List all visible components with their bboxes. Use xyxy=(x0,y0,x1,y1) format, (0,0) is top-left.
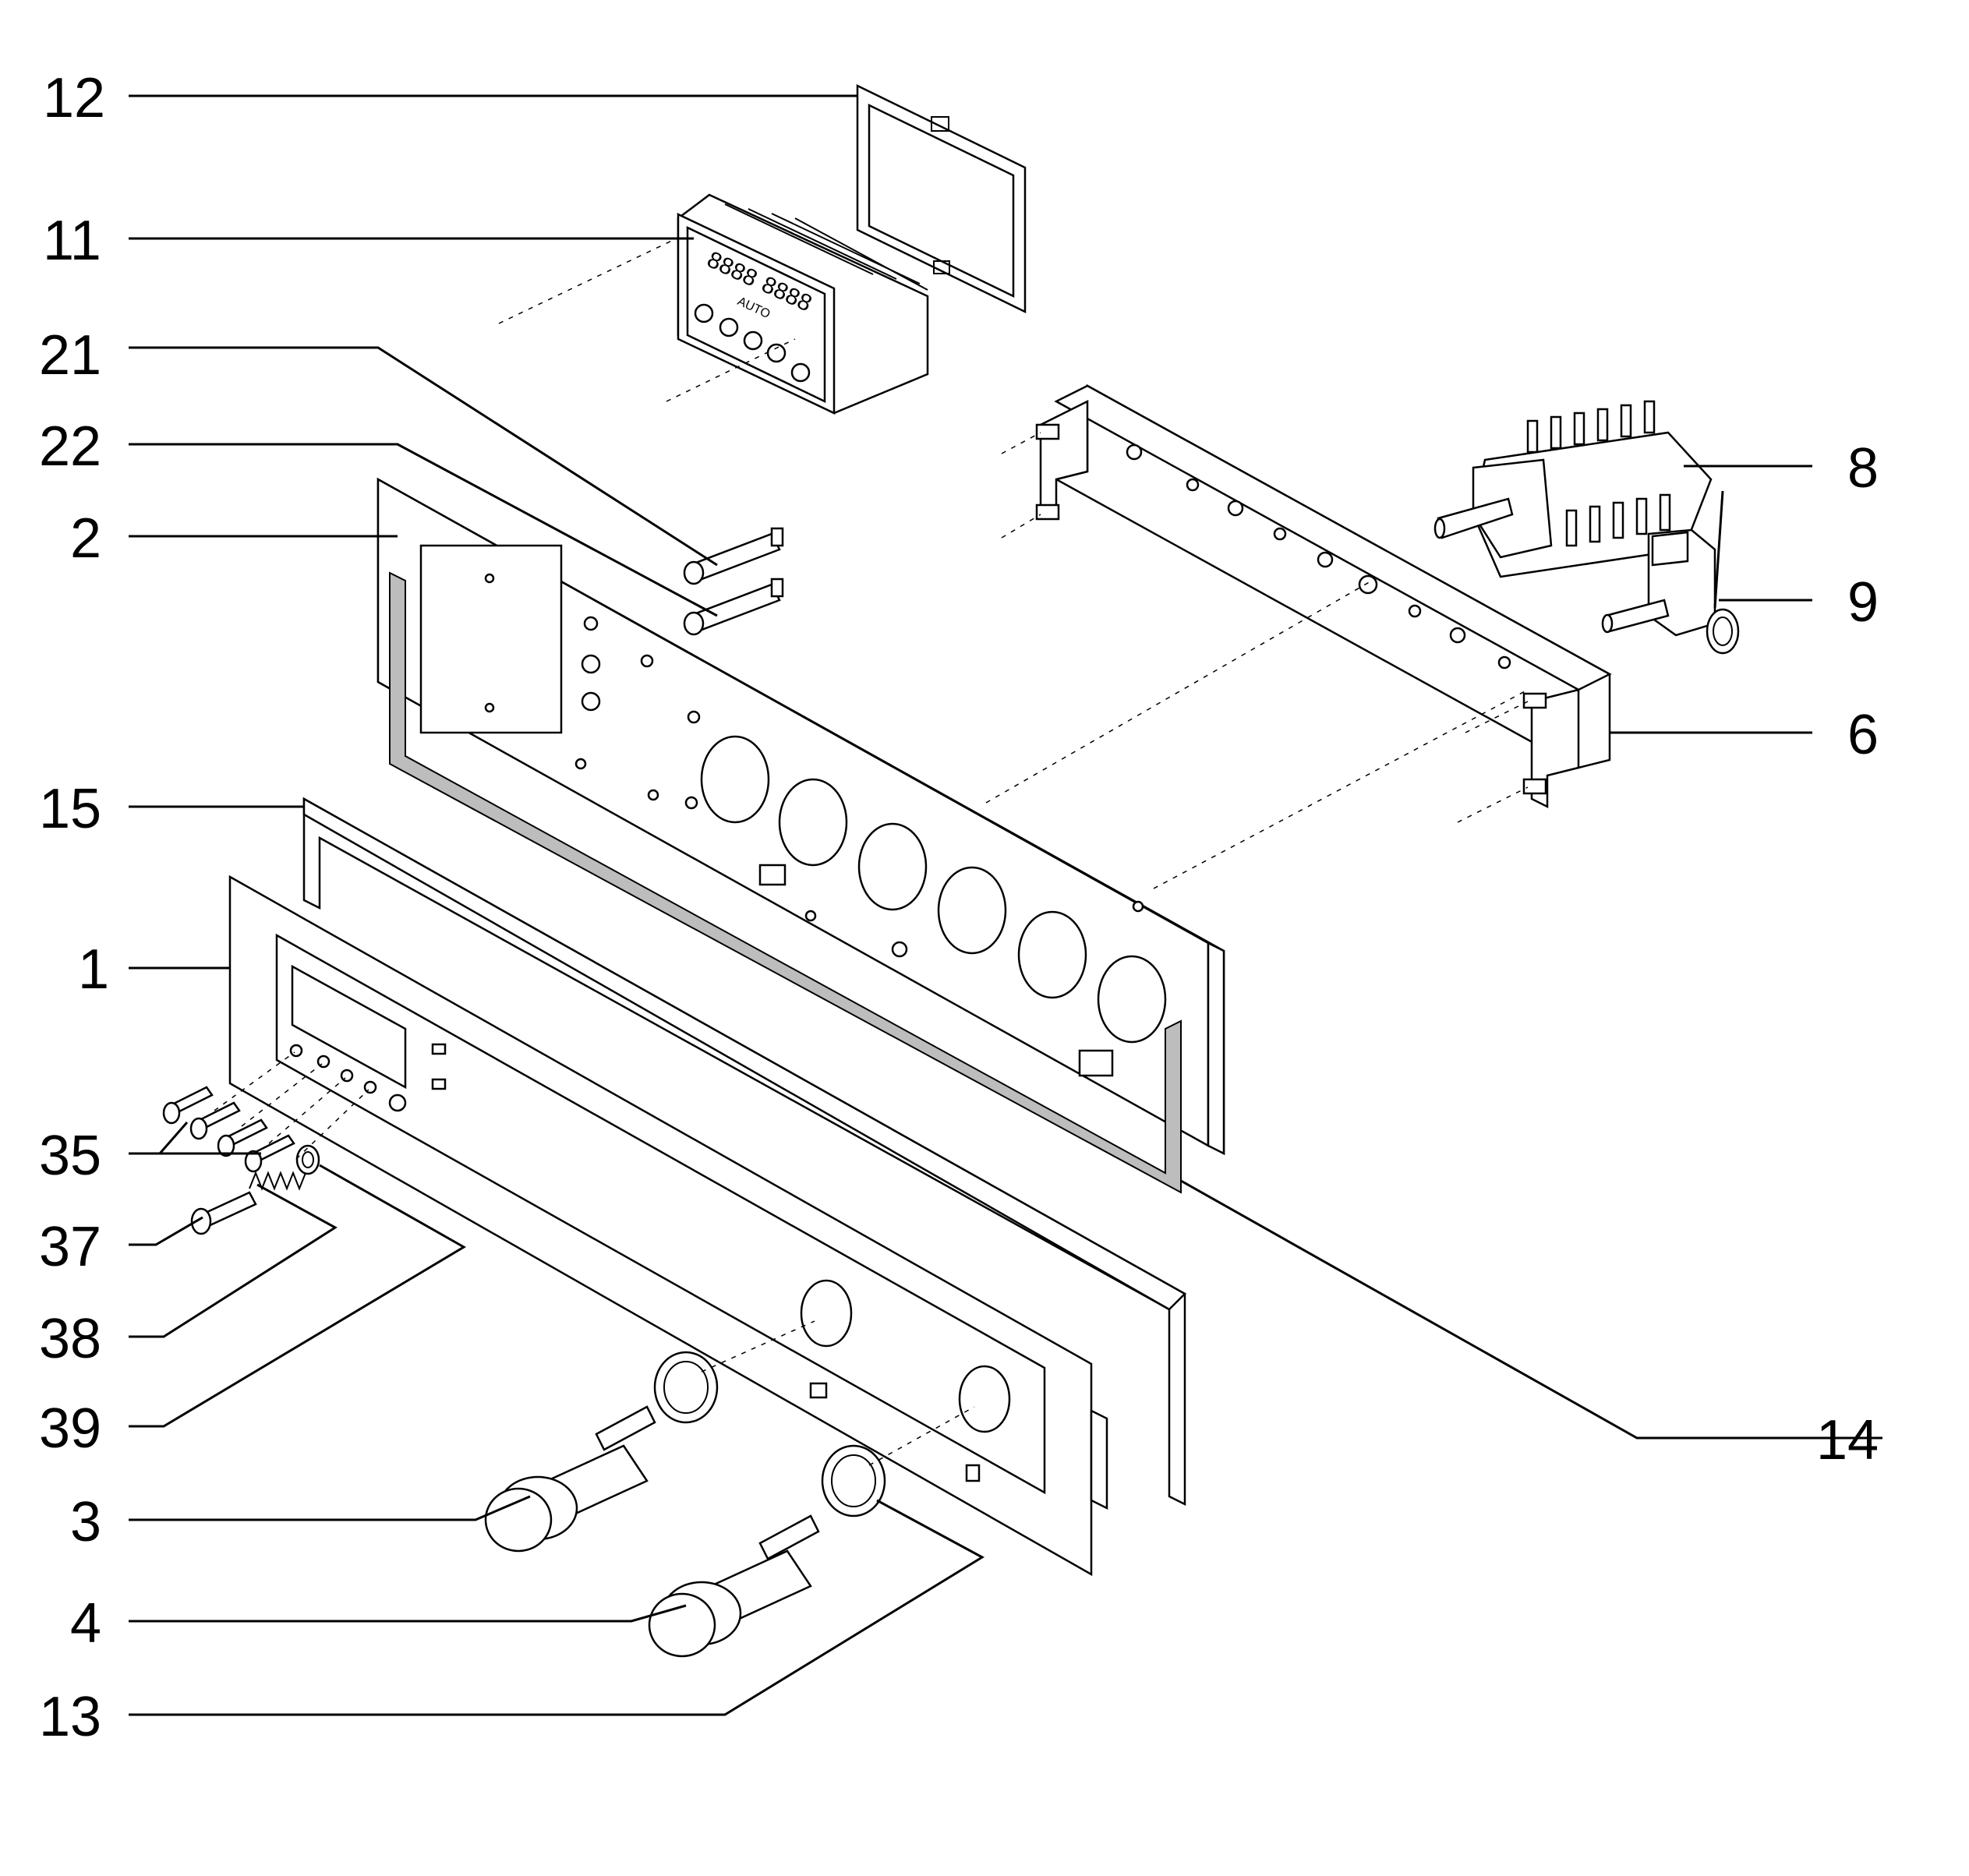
callout-21: 21 xyxy=(39,324,101,387)
callout-4: 4 xyxy=(70,1592,101,1655)
callout-13: 13 xyxy=(39,1686,101,1748)
part-3-control-knob xyxy=(484,1405,656,1553)
part-22-fuse xyxy=(683,578,784,636)
timer-button xyxy=(719,317,739,337)
part-15-outer-frame xyxy=(302,797,1187,1507)
part-21-fuse xyxy=(683,527,784,585)
callout-15: 15 xyxy=(39,778,101,840)
callout-14: 14 xyxy=(1816,1409,1879,1471)
alignment-lines xyxy=(214,237,1529,1466)
part-39-bushing xyxy=(295,1144,320,1175)
callout-11: 11 xyxy=(43,210,101,272)
timer-button xyxy=(694,303,714,323)
part-35-push-buttons xyxy=(162,1086,295,1173)
part-4-control-knob xyxy=(648,1514,820,1658)
part-38-spring xyxy=(249,1171,306,1191)
callout-22: 22 xyxy=(39,415,101,478)
callout-37: 37 xyxy=(39,1216,101,1278)
timer-button xyxy=(743,330,763,351)
part-37-knob-cap xyxy=(190,1191,257,1235)
part-14-gasket xyxy=(389,571,1182,1194)
timer-button xyxy=(766,343,787,363)
callout-1: 1 xyxy=(78,938,109,1001)
callout-38: 38 xyxy=(39,1308,101,1370)
callout-3: 3 xyxy=(70,1491,101,1553)
selector-switch-contacts xyxy=(1526,400,1671,547)
leader-lines xyxy=(129,94,1882,1716)
callout-6: 6 xyxy=(1847,704,1879,766)
callout-12: 12 xyxy=(43,67,105,129)
part-9-thermostat xyxy=(1601,490,1740,655)
timer-heatsink-fins xyxy=(724,203,928,291)
part-2-control-panel-plate xyxy=(376,477,1225,1194)
part-11-electronic-timer: 8888 8888 AUTO xyxy=(677,193,929,415)
callout-39: 39 xyxy=(39,1397,101,1460)
callout-labels: 12 11 21 22 2 15 1 35 37 38 39 3 4 13 8 … xyxy=(39,67,1879,1748)
callout-9: 9 xyxy=(1847,571,1879,634)
part-6-support-bracket xyxy=(1035,383,1612,809)
callout-35: 35 xyxy=(39,1125,101,1187)
part-13-knob-ring xyxy=(653,1351,719,1424)
timer-adjust-screw xyxy=(790,362,811,383)
part-1-front-fascia xyxy=(228,874,1108,1577)
part-12-mounting-frame xyxy=(856,83,1027,314)
callout-8: 8 xyxy=(1847,437,1879,500)
part-13-knob-ring xyxy=(821,1444,886,1517)
callout-2: 2 xyxy=(70,507,101,570)
